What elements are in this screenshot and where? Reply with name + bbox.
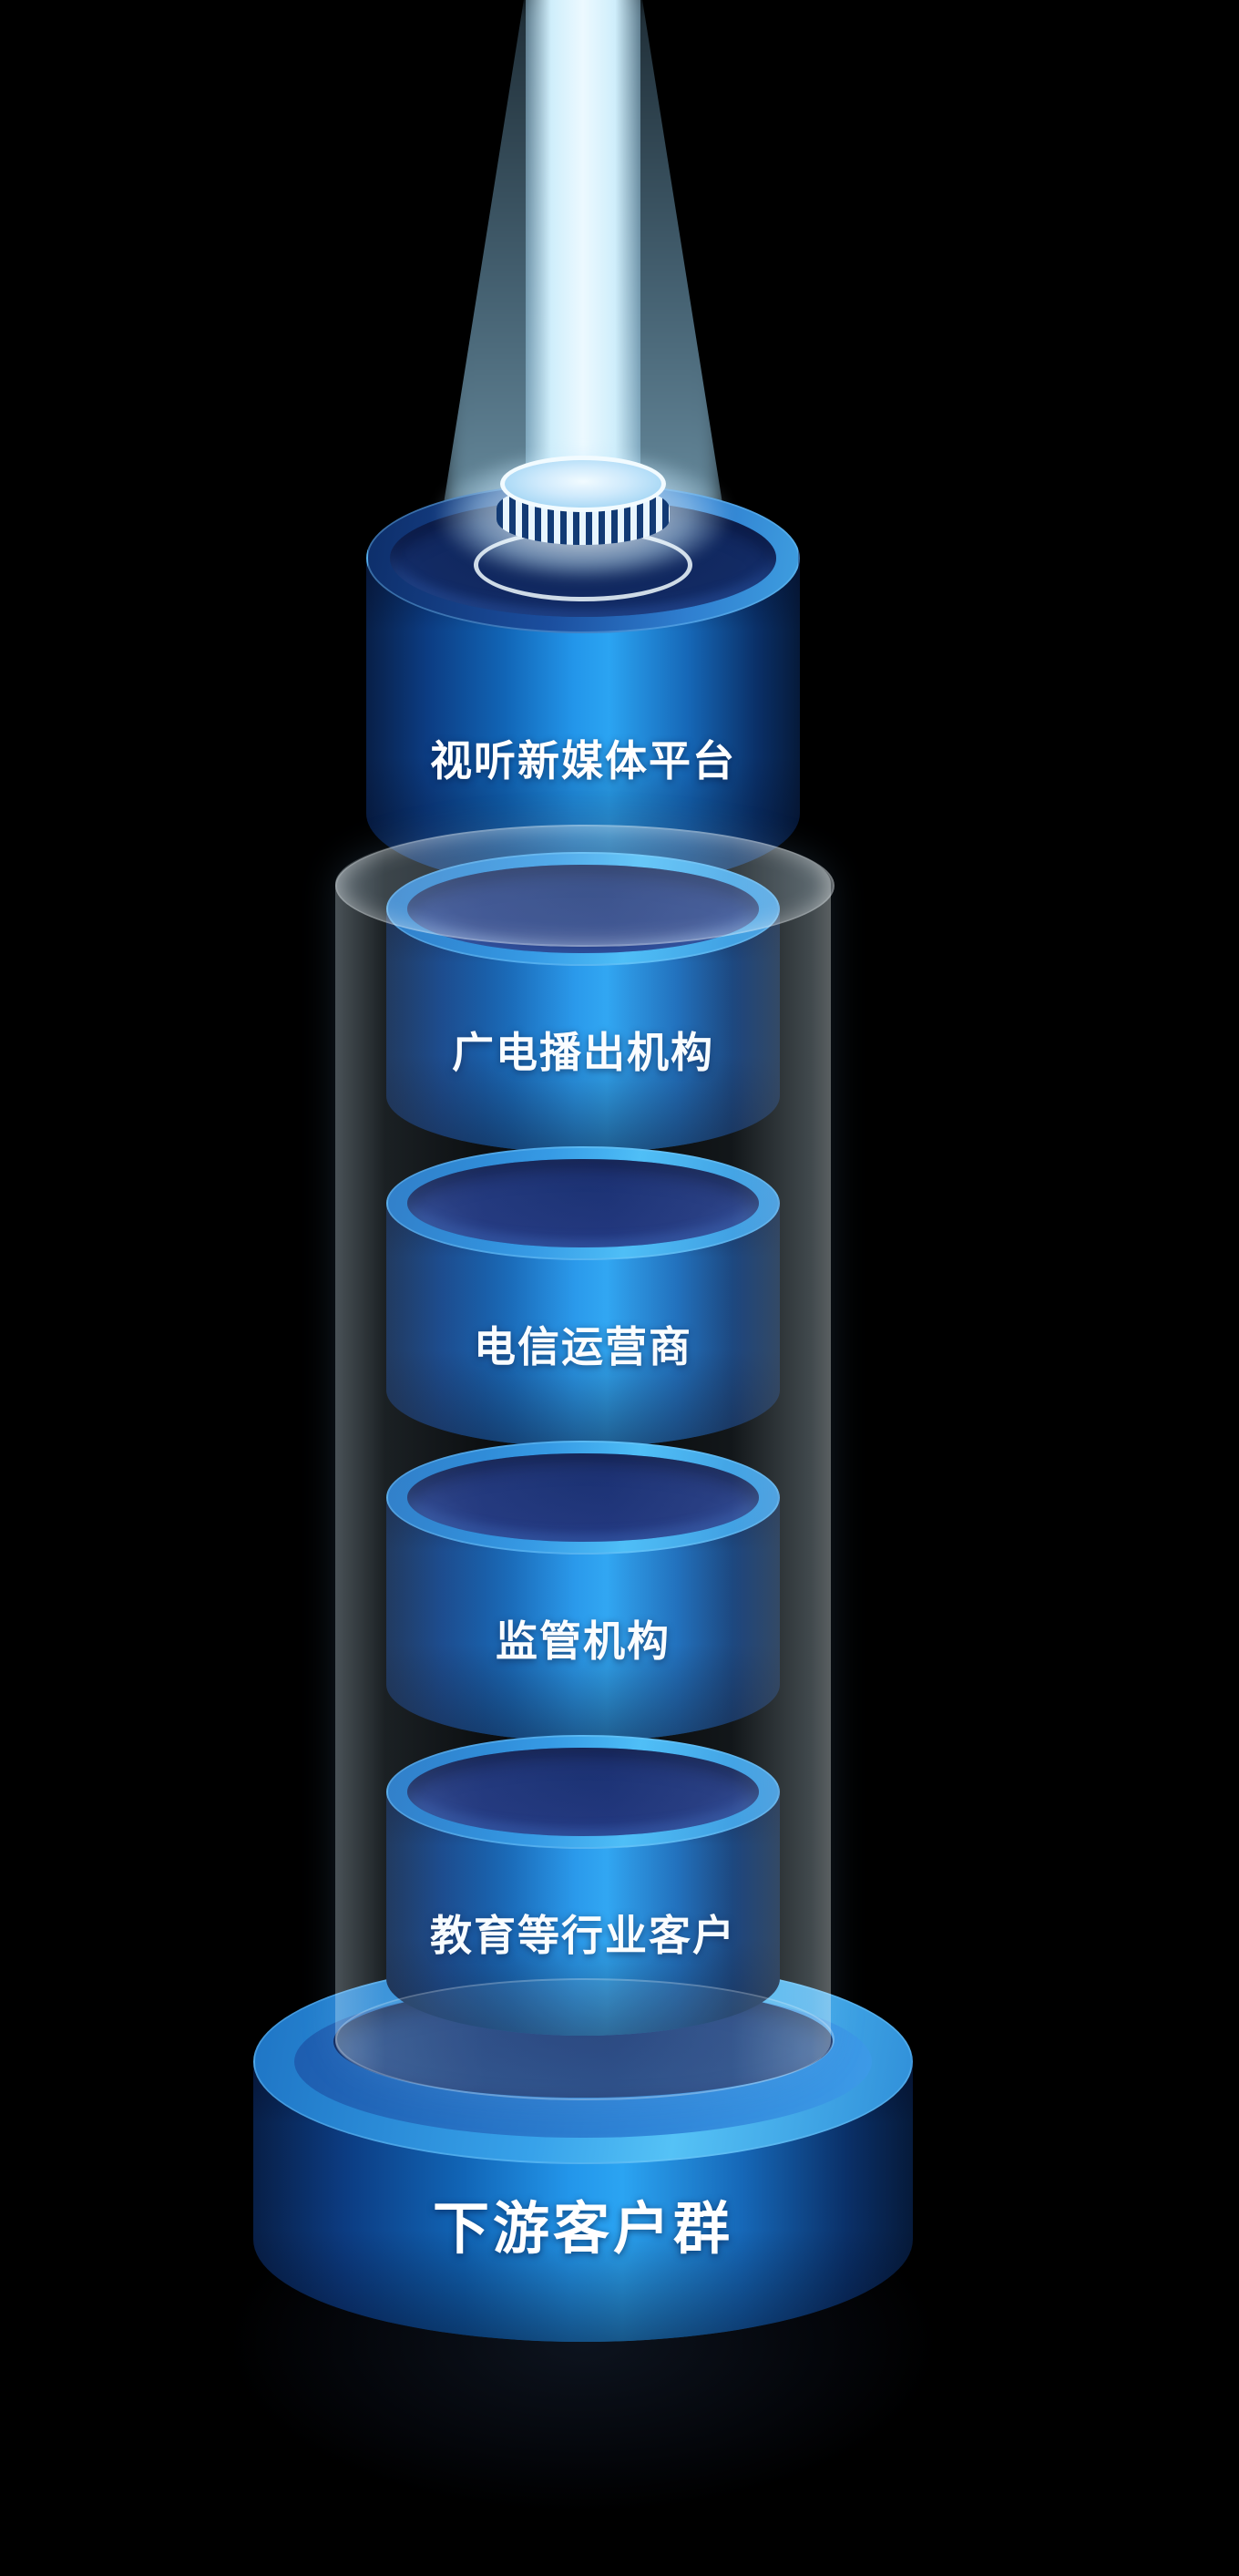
cylinder-layer-regulator: 监管机构 bbox=[386, 1441, 780, 1741]
cylinder-layer-telecom: 电信运营商 bbox=[386, 1146, 780, 1447]
cylinder-top bbox=[386, 1146, 780, 1260]
glass-tube bbox=[335, 825, 835, 2100]
cylinder-top-inner bbox=[407, 1453, 759, 1542]
cylinder-top-inner bbox=[407, 1159, 759, 1247]
cylinder-top-inner bbox=[407, 1748, 759, 1836]
layer-label: 电信运营商 bbox=[386, 1314, 780, 1374]
cylinder-top bbox=[386, 1735, 780, 1849]
top-connector bbox=[497, 456, 670, 570]
top-connector-cap-icon bbox=[500, 456, 666, 512]
light-beam bbox=[526, 0, 640, 499]
base-label: 下游客户群 bbox=[432, 2195, 733, 2262]
layer-label: 监管机构 bbox=[386, 1608, 780, 1668]
cylinder-top bbox=[386, 1441, 780, 1555]
layer-label: 视听新媒体平台 bbox=[430, 736, 736, 785]
